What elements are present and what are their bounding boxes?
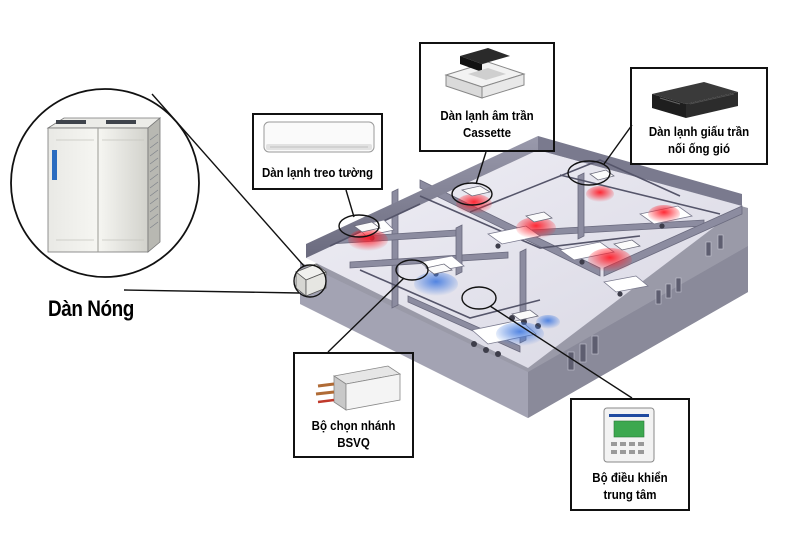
callout-controller: Bộ điều khiển trung tâm bbox=[570, 398, 690, 511]
callout-cassette: Dàn lạnh âm trần Cassette bbox=[419, 42, 555, 152]
highlight-wall-unit bbox=[338, 214, 380, 238]
controller-image bbox=[603, 407, 655, 463]
callout-cassette-label-2: Cassette bbox=[463, 126, 511, 140]
outer-wall-front bbox=[300, 262, 528, 418]
wall-unit-image bbox=[263, 121, 375, 153]
outdoor-unit-logo bbox=[52, 150, 57, 180]
outer-wall-right bbox=[528, 246, 748, 418]
back-wall-right bbox=[538, 136, 742, 206]
callout-ducted-label-1: Dàn lạnh giấu trần bbox=[648, 125, 750, 139]
warm-air-glows bbox=[348, 186, 680, 272]
callout-wall-unit: Dàn lạnh treo tường bbox=[252, 113, 383, 190]
callout-controller-label-2: trung tâm bbox=[603, 488, 657, 502]
callout-controller-label-1: Bộ điều khiển bbox=[592, 471, 668, 485]
callout-bsvq-label-1: Bộ chọn nhánh bbox=[311, 419, 396, 433]
callout-ducted: Dàn lạnh giấu trần nối ống gió bbox=[630, 67, 768, 165]
highlight-ducted bbox=[567, 160, 611, 186]
cool-air-glows bbox=[414, 272, 560, 346]
outdoor-unit-label: Dàn Nóng bbox=[48, 296, 134, 321]
callout-wall-unit-label: Dàn lạnh treo tường bbox=[261, 166, 374, 180]
callout-ducted-label-2: nối ống gió bbox=[668, 142, 730, 156]
outdoor-unit-image bbox=[46, 117, 162, 253]
outdoor-unit-zoom bbox=[10, 88, 200, 278]
callout-bsvq-label-2: BSVQ bbox=[337, 436, 370, 450]
callout-bsvq: Bộ chọn nhánh BSVQ bbox=[293, 352, 414, 458]
cassette-unit-image bbox=[444, 48, 526, 99]
outdoor-unit-in-plan bbox=[295, 263, 327, 297]
highlight-outdoor-unit bbox=[293, 264, 327, 298]
ducted-unit-image bbox=[652, 82, 738, 118]
windows bbox=[567, 234, 724, 371]
highlight-bsvq bbox=[395, 259, 429, 281]
bsvq-unit-image bbox=[315, 365, 402, 411]
highlight-cassette bbox=[451, 182, 493, 206]
floor-plan bbox=[295, 136, 748, 418]
highlight-controller bbox=[461, 286, 497, 310]
callout-cassette-label-1: Dàn lạnh âm trần bbox=[440, 109, 534, 123]
highlight-circles bbox=[293, 160, 611, 310]
